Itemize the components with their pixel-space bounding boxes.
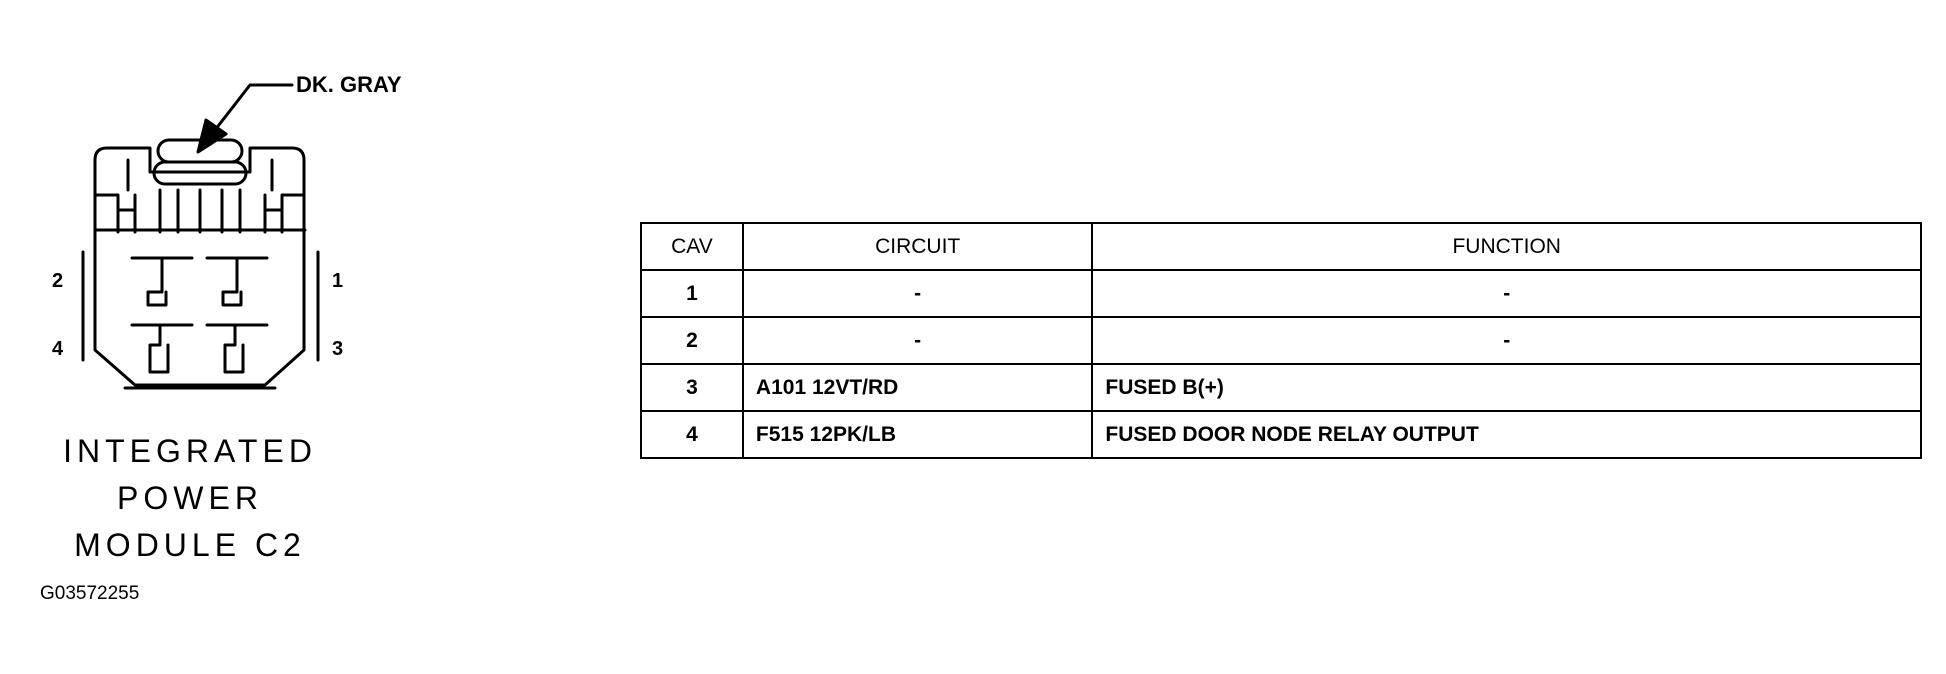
cavity-3-terminal: [205, 323, 269, 374]
header-function: FUNCTION: [1091, 222, 1922, 271]
pinout-table: CAV CIRCUIT FUNCTION 1 - - 2 - - 3 A101 …: [640, 222, 1922, 459]
callout-label: DK. GRAY: [296, 72, 402, 97]
cell-cav: 4: [640, 410, 744, 459]
cell-cav: 2: [640, 316, 744, 365]
cell-circuit: F515 12PK/LB: [741, 410, 1094, 459]
pin-label-4: 4: [52, 338, 64, 360]
cavity-1-terminal: [205, 256, 269, 307]
pin-label-2: 2: [52, 270, 63, 292]
cavity-4-terminal: [130, 323, 194, 374]
table-row: 4 F515 12PK/LB FUSED DOOR NODE RELAY OUT…: [640, 410, 1922, 459]
pin-label-3: 3: [332, 338, 343, 360]
table-row: 3 A101 12VT/RD FUSED B(+): [640, 363, 1922, 412]
cell-circuit: A101 12VT/RD: [741, 363, 1094, 412]
connector-title-line-3: MODULE C2: [74, 527, 306, 563]
cell-circuit: -: [741, 316, 1094, 365]
cell-function: -: [1091, 269, 1922, 318]
figure-id: G03572255: [40, 583, 140, 604]
connector-housing: [93, 146, 306, 197]
callout-arrow-icon: [196, 118, 228, 154]
table-header-row: CAV CIRCUIT FUNCTION: [640, 222, 1922, 271]
cell-function: FUSED DOOR NODE RELAY OUTPUT: [1091, 410, 1922, 459]
connector-title-line-1: INTEGRATED: [63, 433, 317, 469]
cavity-2-terminal: [130, 256, 194, 307]
header-cav: CAV: [640, 222, 744, 271]
callout-leader-line: [213, 83, 294, 132]
connector-housing-body: [93, 193, 306, 387]
table-row: 2 - -: [640, 316, 1922, 365]
pin-label-1: 1: [332, 270, 343, 292]
connector-diagram: DK. GRAY 2 4 1 3: [52, 72, 402, 390]
header-circuit: CIRCUIT: [741, 222, 1094, 271]
cell-cav: 1: [640, 269, 744, 318]
cell-circuit: -: [741, 269, 1094, 318]
housing-teeth: [93, 188, 307, 234]
cell-cav: 3: [640, 363, 744, 412]
connector-title: INTEGRATED POWER MODULE C2: [40, 428, 340, 569]
cell-function: FUSED B(+): [1091, 363, 1922, 412]
inner-recess: [126, 158, 274, 192]
table-row: 1 - -: [640, 269, 1922, 318]
connector-title-line-2: POWER: [117, 480, 263, 516]
cell-function: -: [1091, 316, 1922, 365]
